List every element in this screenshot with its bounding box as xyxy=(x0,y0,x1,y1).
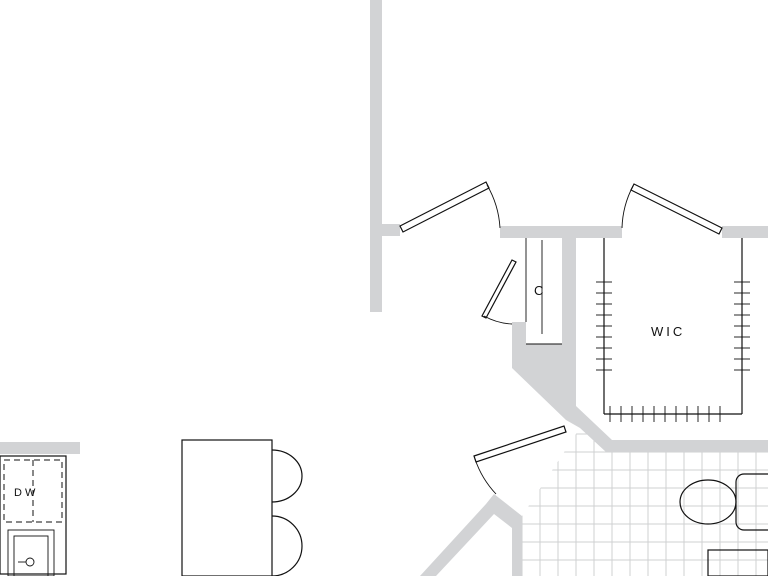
wall-top-right xyxy=(722,226,768,238)
stool-icon xyxy=(271,515,303,576)
toilet-icon xyxy=(679,473,768,531)
door-upper-left[interactable] xyxy=(399,181,501,233)
wall-top-closet xyxy=(500,226,622,238)
door-wic[interactable] xyxy=(621,183,723,235)
closet-label: C xyxy=(534,283,546,298)
closet-jamb xyxy=(512,322,526,352)
door-bath[interactable] xyxy=(473,425,567,495)
wic-label: WIC xyxy=(651,324,685,339)
walk-in-closet: WIC xyxy=(596,238,750,422)
closet: C xyxy=(525,238,562,345)
kitchen-island xyxy=(181,439,303,576)
door-swing-icon xyxy=(474,458,497,495)
vanity xyxy=(707,549,768,576)
sink-icon xyxy=(7,529,55,576)
dishwasher-label: DW xyxy=(14,487,38,499)
door-swing-icon xyxy=(486,184,501,229)
door-swing-icon xyxy=(621,185,634,229)
wall-kitchen-top xyxy=(0,442,80,454)
wall-diagonal-lower xyxy=(420,494,522,576)
wall-stub-left xyxy=(382,224,400,236)
wall-vertical-left xyxy=(370,0,382,312)
stool-icon xyxy=(271,449,303,503)
dishwasher: DW xyxy=(0,455,67,575)
shelf-rod-icon xyxy=(596,280,750,422)
door-closet[interactable] xyxy=(481,259,517,325)
wall-diagonal-center xyxy=(512,344,768,452)
door-swing-icon xyxy=(483,315,513,325)
